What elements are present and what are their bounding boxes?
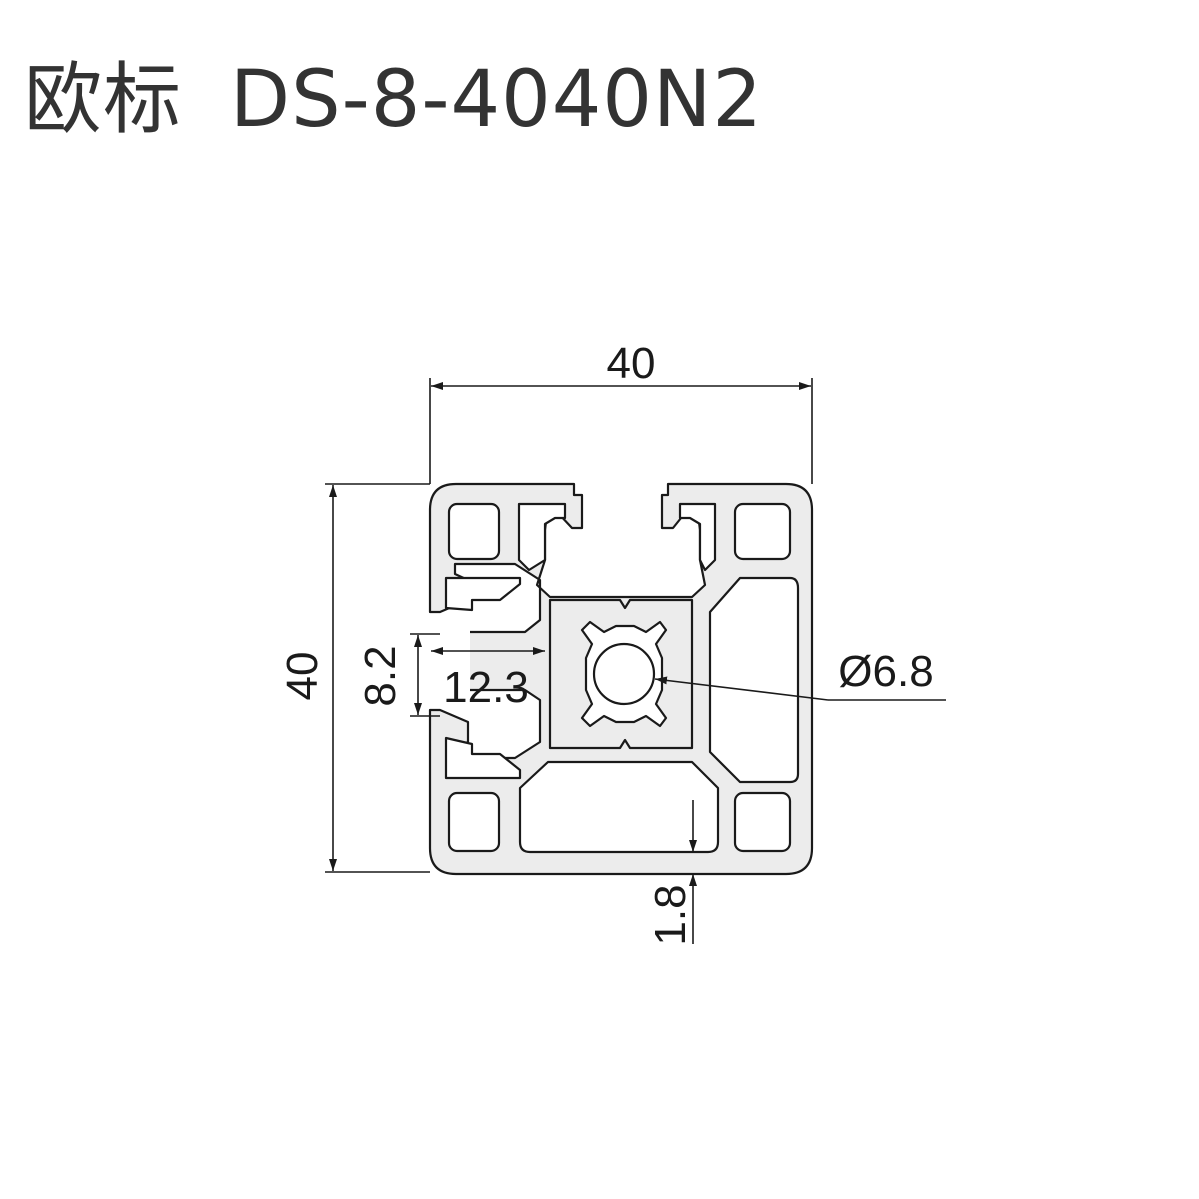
page-title: 欧标 DS-8-4040N2 bbox=[24, 52, 763, 148]
dim-label-height: 40 bbox=[278, 652, 327, 701]
leader-center-hole-arrow bbox=[654, 676, 829, 701]
dim-label-center-hole: Ø6.8 bbox=[838, 647, 933, 696]
aluminum-profile-section bbox=[428, 482, 814, 876]
left-slot-channel bbox=[444, 576, 522, 612]
cavity-left-middle bbox=[446, 618, 470, 700]
top-slot-lip-left bbox=[517, 502, 567, 572]
dim-label-width: 40 bbox=[607, 339, 656, 388]
dim-height bbox=[325, 483, 430, 873]
cavity-top-right bbox=[733, 502, 792, 561]
top-slot-lip-right bbox=[678, 502, 717, 572]
title-standard: 欧标 bbox=[24, 55, 183, 145]
dim-label-wall-thickness: 1.8 bbox=[646, 884, 695, 945]
title-model: DS-8-4040N2 bbox=[230, 55, 763, 145]
cavity-right bbox=[708, 576, 800, 784]
cavity-bottom-left bbox=[447, 791, 501, 853]
center-bore bbox=[592, 642, 656, 706]
cavity-bottom bbox=[518, 760, 720, 854]
dim-width bbox=[429, 378, 813, 484]
dim-label-slot-opening: 8.2 bbox=[356, 645, 405, 706]
left-slot-channel-lower bbox=[444, 736, 522, 780]
cavity-bottom-right bbox=[733, 791, 792, 853]
dim-label-slot-depth: 12.3 bbox=[443, 663, 529, 712]
dim-center-hole bbox=[654, 676, 946, 701]
cavity-top-left bbox=[447, 502, 501, 561]
dim-slot-opening bbox=[410, 633, 440, 717]
